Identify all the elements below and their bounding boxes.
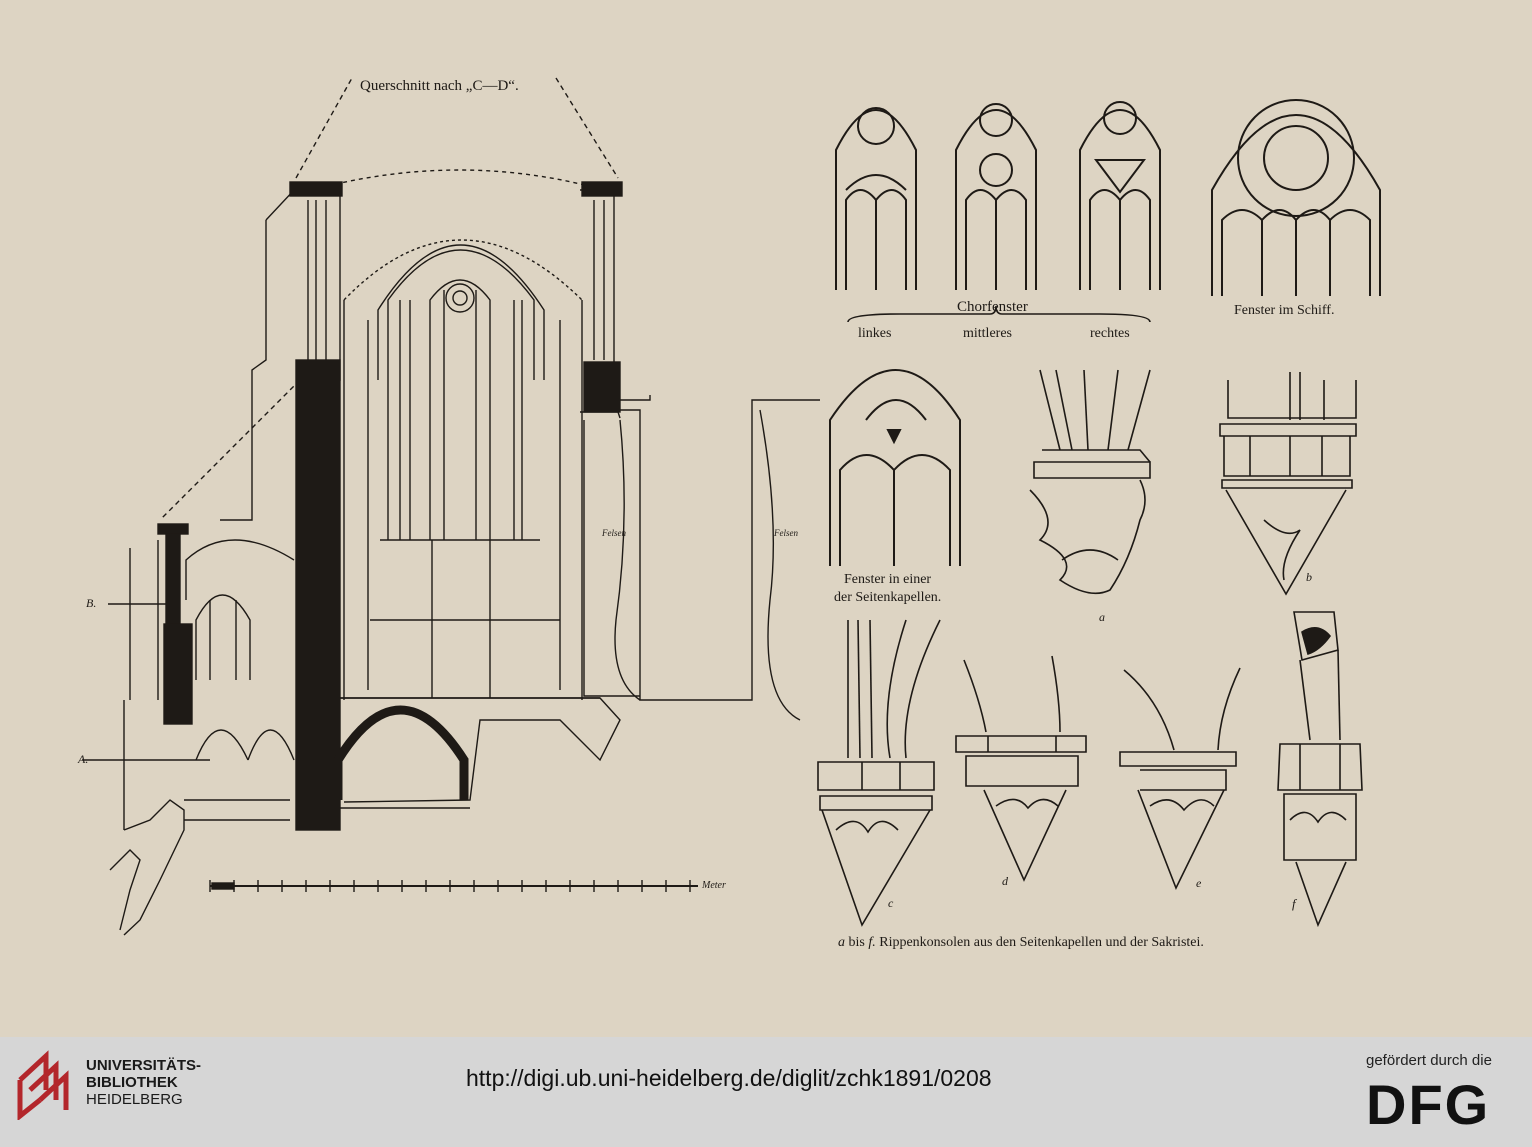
caption-italic-a: a [838,935,845,950]
chapel-window-label-line2: der Seitenkapellen. [834,590,942,605]
dfg-logo: DFG [1366,1073,1491,1136]
library-line3: HEIDELBERG [86,1091,183,1108]
choir-window-middle [955,103,1037,290]
bracket-d-drawing [955,655,1087,882]
architectural-drawing [82,77,1381,936]
bracket-f-drawing [1277,611,1363,928]
choir-left-label: linkes [858,326,892,341]
figure-caption: a bis f. Rippenkonsolen aus den Seitenka… [838,935,1204,951]
choir-windows-title: Chorfenster [957,299,1028,315]
library-name: UNIVERSITÄTS- BIBLIOTHEK HEIDELBERG [86,1057,201,1108]
bracket-b-label: b [1306,570,1312,584]
marker-b-label: B. [86,596,97,610]
scanned-plate: Querschnitt nach „C—D“. Chorfenster link… [78,77,1381,951]
chapel-window-label-line1: Fenster in einer [844,572,932,587]
bracket-d-label: d [1002,874,1008,888]
caption-mid: bis [845,935,869,950]
section-title: Querschnitt nach „C—D“. [360,78,519,94]
choir-right-label: rechtes [1090,326,1130,341]
library-line1: UNIVERSITÄTS- [86,1057,202,1074]
scale-unit-label: Meter [702,880,726,891]
cross-section-drawing [82,77,820,936]
marker-a-label: A. [78,752,89,766]
choir-window-right [1079,101,1161,290]
bracket-a-drawing [1029,369,1151,595]
felsen-label-right: Felsen [774,528,798,538]
bracket-c-label: c [888,896,894,910]
bracket-e-label: e [1196,876,1202,890]
permalink-url[interactable]: http://digi.ub.uni-heidelberg.de/diglit/… [466,1065,992,1091]
bracket-c-drawing [817,619,941,927]
caption-rest: Rippenkonsolen aus den Seitenkapellen un… [875,935,1204,950]
viewer-footer [0,1037,1532,1147]
nave-window-label: Fenster im Schiff. [1234,303,1335,318]
library-line2: BIBLIOTHEK [86,1074,178,1091]
nave-window [1211,99,1381,296]
choir-middle-label: mittleres [963,326,1012,341]
bracket-b-drawing [1219,372,1357,596]
bracket-a-label: a [1099,610,1105,624]
university-library-logo-icon [17,1050,69,1120]
choir-brace [847,305,1151,323]
caption-italic-f: f. [868,935,876,950]
funded-by-label: gefördert durch die [1366,1052,1492,1069]
felsen-label-left: Felsen [602,528,626,538]
bracket-f-label: f [1292,896,1296,911]
choir-window-left [835,107,917,290]
chapel-window [829,369,961,566]
bracket-e-drawing [1119,667,1241,890]
